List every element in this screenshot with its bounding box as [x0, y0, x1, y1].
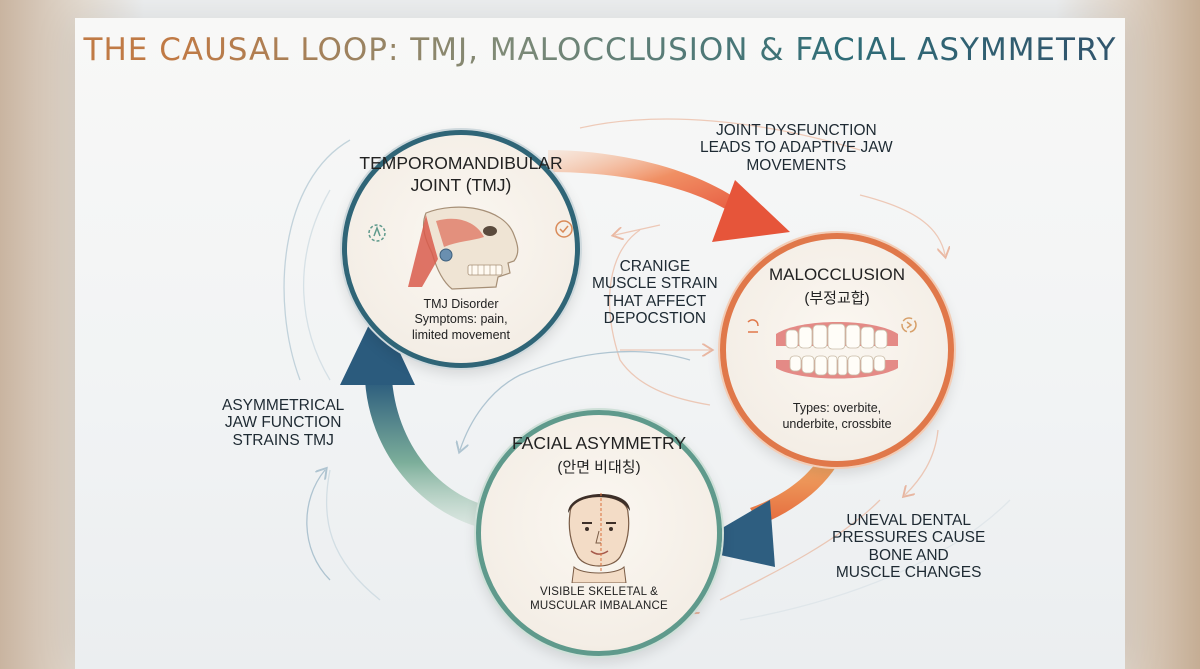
- ruler-icon: [747, 319, 759, 333]
- annotation-line: MUSCLE CHANGES: [835, 564, 982, 582]
- asymmetry-desc-line2: MUSCULAR IMBALANCE: [530, 600, 668, 613]
- annotation-malocclusion-to-asymmetry: UNEVAL DENTAL PRESSURES CAUSE BONE AND M…: [832, 512, 985, 581]
- malocclusion-desc-line2: underbite, crossbite: [782, 417, 892, 432]
- skull-jaw-icon: [408, 206, 519, 290]
- annotation-line: PRESSURES CAUSE: [832, 529, 986, 547]
- annotation-line: MUSCLE STRAIN: [592, 275, 718, 293]
- annotation-line: CRANIGE: [619, 258, 691, 275]
- annotation-line: JOINT DYSFUNCTION: [715, 122, 877, 139]
- tmj-desc-line3: limited movement: [412, 328, 510, 342]
- asymmetry-desc-line1: VISIBLE SKELETAL &: [539, 586, 659, 598]
- diagram-title: THE CAUSAL LOOP: TMJ, MALOCCLUSION & FAC…: [0, 32, 1200, 68]
- arrow-asymmetry-to-tmj: [340, 306, 498, 530]
- asymmetry-korean: (안면 비대칭): [557, 459, 641, 476]
- tmj-title-line1: TEMPOROMANDIBULAR: [359, 153, 563, 173]
- joint-icon: [368, 224, 386, 242]
- annotation-line: ASYMMETRICAL: [222, 397, 345, 414]
- annotation-line: THAT AFFECT: [603, 292, 707, 310]
- node-tmj: TEMPOROMANDIBULAR JOINT (TMJ) TMJ Disord…: [342, 130, 580, 368]
- annotation-line: UNEVAL DENTAL: [846, 512, 971, 529]
- annotation-line: DEPOCSTION: [603, 310, 707, 328]
- arrow-tmj-to-malocclusion: [548, 150, 790, 242]
- tmj-title-line2: JOINT (TMJ): [410, 174, 512, 195]
- annotation-tmj-to-malocclusion: JOINT DYSFUNCTION LEADS TO ADAPTIVE JAW …: [700, 122, 893, 174]
- tmj-desc-line1: TMJ Disorder: [423, 296, 499, 311]
- malocclusion-korean: (부정교합): [804, 290, 870, 307]
- node-malocclusion: MALOCCLUSION (부정교합) Types: overbite, und…: [720, 233, 954, 467]
- annotation-line: JAW FUNCTION: [224, 414, 342, 432]
- node-facial-asymmetry: FACIAL ASYMMETRY (안면 비대칭) VISIBLE SKELET…: [476, 410, 722, 656]
- malocclusion-desc-line1: Types: overbite,: [792, 401, 882, 415]
- annotation-line: STRAINS TMJ: [232, 431, 334, 449]
- face-icon: [568, 493, 630, 583]
- teeth-icon: [776, 322, 898, 379]
- tmj-desc-line2: Symptoms: pain,: [414, 312, 508, 327]
- rotate-icon: [901, 317, 917, 333]
- annotation-line: MOVEMENTS: [746, 156, 847, 174]
- annotation-line: BONE AND: [868, 546, 949, 564]
- annotation-asymmetry-to-tmj: ASYMMETRICAL JAW FUNCTION STRAINS TMJ: [222, 397, 344, 449]
- annotation-line: LEADS TO ADAPTIVE JAW: [700, 139, 893, 157]
- malocclusion-title: MALOCCLUSION: [768, 265, 906, 284]
- annotation-center-muscle-strain: CRANIGE MUSCLE STRAIN THAT AFFECT DEPOCS…: [592, 258, 718, 327]
- asymmetry-title: FACIAL ASYMMETRY: [511, 433, 687, 453]
- check-icon: [555, 220, 573, 238]
